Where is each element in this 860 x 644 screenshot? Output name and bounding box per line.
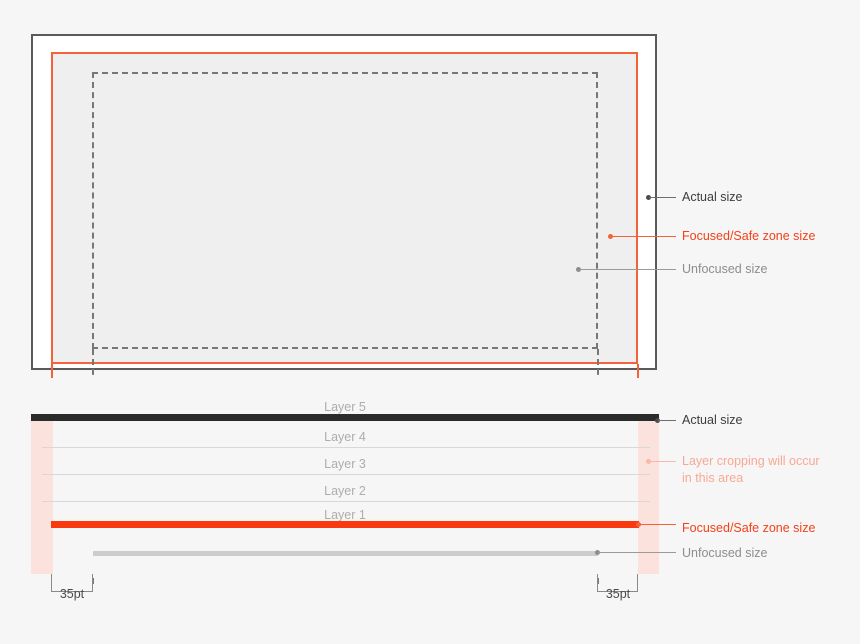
layer-separator (42, 501, 650, 502)
callout-unfocused-size-top: Unfocused size (682, 262, 768, 276)
safe-zone-bar (51, 521, 639, 528)
callout-line-unfocused-bottom (598, 552, 676, 553)
layer-label: Layer 2 (324, 484, 366, 498)
crop-band-right (638, 420, 659, 574)
dimension-bracket-left (51, 574, 93, 592)
callout-actual-size-bottom: Actual size (682, 413, 743, 427)
callout-line-crop-area (649, 461, 676, 462)
callout-unfocused-size-bottom: Unfocused size (682, 546, 768, 560)
dimension-label-right: 35pt (605, 587, 631, 601)
layer-separator (42, 447, 650, 448)
callout-dot-safe-bottom (636, 522, 641, 527)
layer-label: Layer 5 (324, 400, 366, 414)
callout-dot-unfocused-bottom (595, 550, 600, 555)
unfocused-size-frame (92, 72, 598, 349)
callout-dot-safe-top (608, 234, 613, 239)
callout-line-actual-bottom (658, 420, 676, 421)
callout-dot-actual-bottom (655, 418, 660, 423)
callout-actual-size-top: Actual size (682, 190, 743, 204)
callout-dot-actual-top (646, 195, 651, 200)
safe-zone-frame (51, 52, 638, 364)
callout-dot-crop-area (646, 459, 651, 464)
callout-line-actual-top (649, 197, 676, 198)
callout-safe-zone-bottom: Focused/Safe zone size (682, 521, 816, 535)
callout-dot-unfocused-top (576, 267, 581, 272)
unfocused-size-bar (93, 551, 598, 556)
callout-crop-area: Layer cropping will occur in this area (682, 454, 820, 485)
callout-line-safe-bottom (639, 524, 676, 525)
layer-label: Layer 1 (324, 508, 366, 522)
layer-label: Layer 3 (324, 457, 366, 471)
callout-line-safe-top (611, 236, 676, 237)
layer-label: Layer 4 (324, 430, 366, 444)
layer-separator (42, 474, 650, 475)
dimension-label-left: 35pt (59, 587, 85, 601)
callout-safe-zone-top: Focused/Safe zone size (682, 229, 816, 243)
actual-size-bar (31, 414, 659, 421)
layer-stack-panel (31, 378, 659, 574)
dimension-bracket-right (597, 574, 638, 592)
crop-band-left (31, 420, 53, 574)
callout-line-unfocused-top (579, 269, 676, 270)
